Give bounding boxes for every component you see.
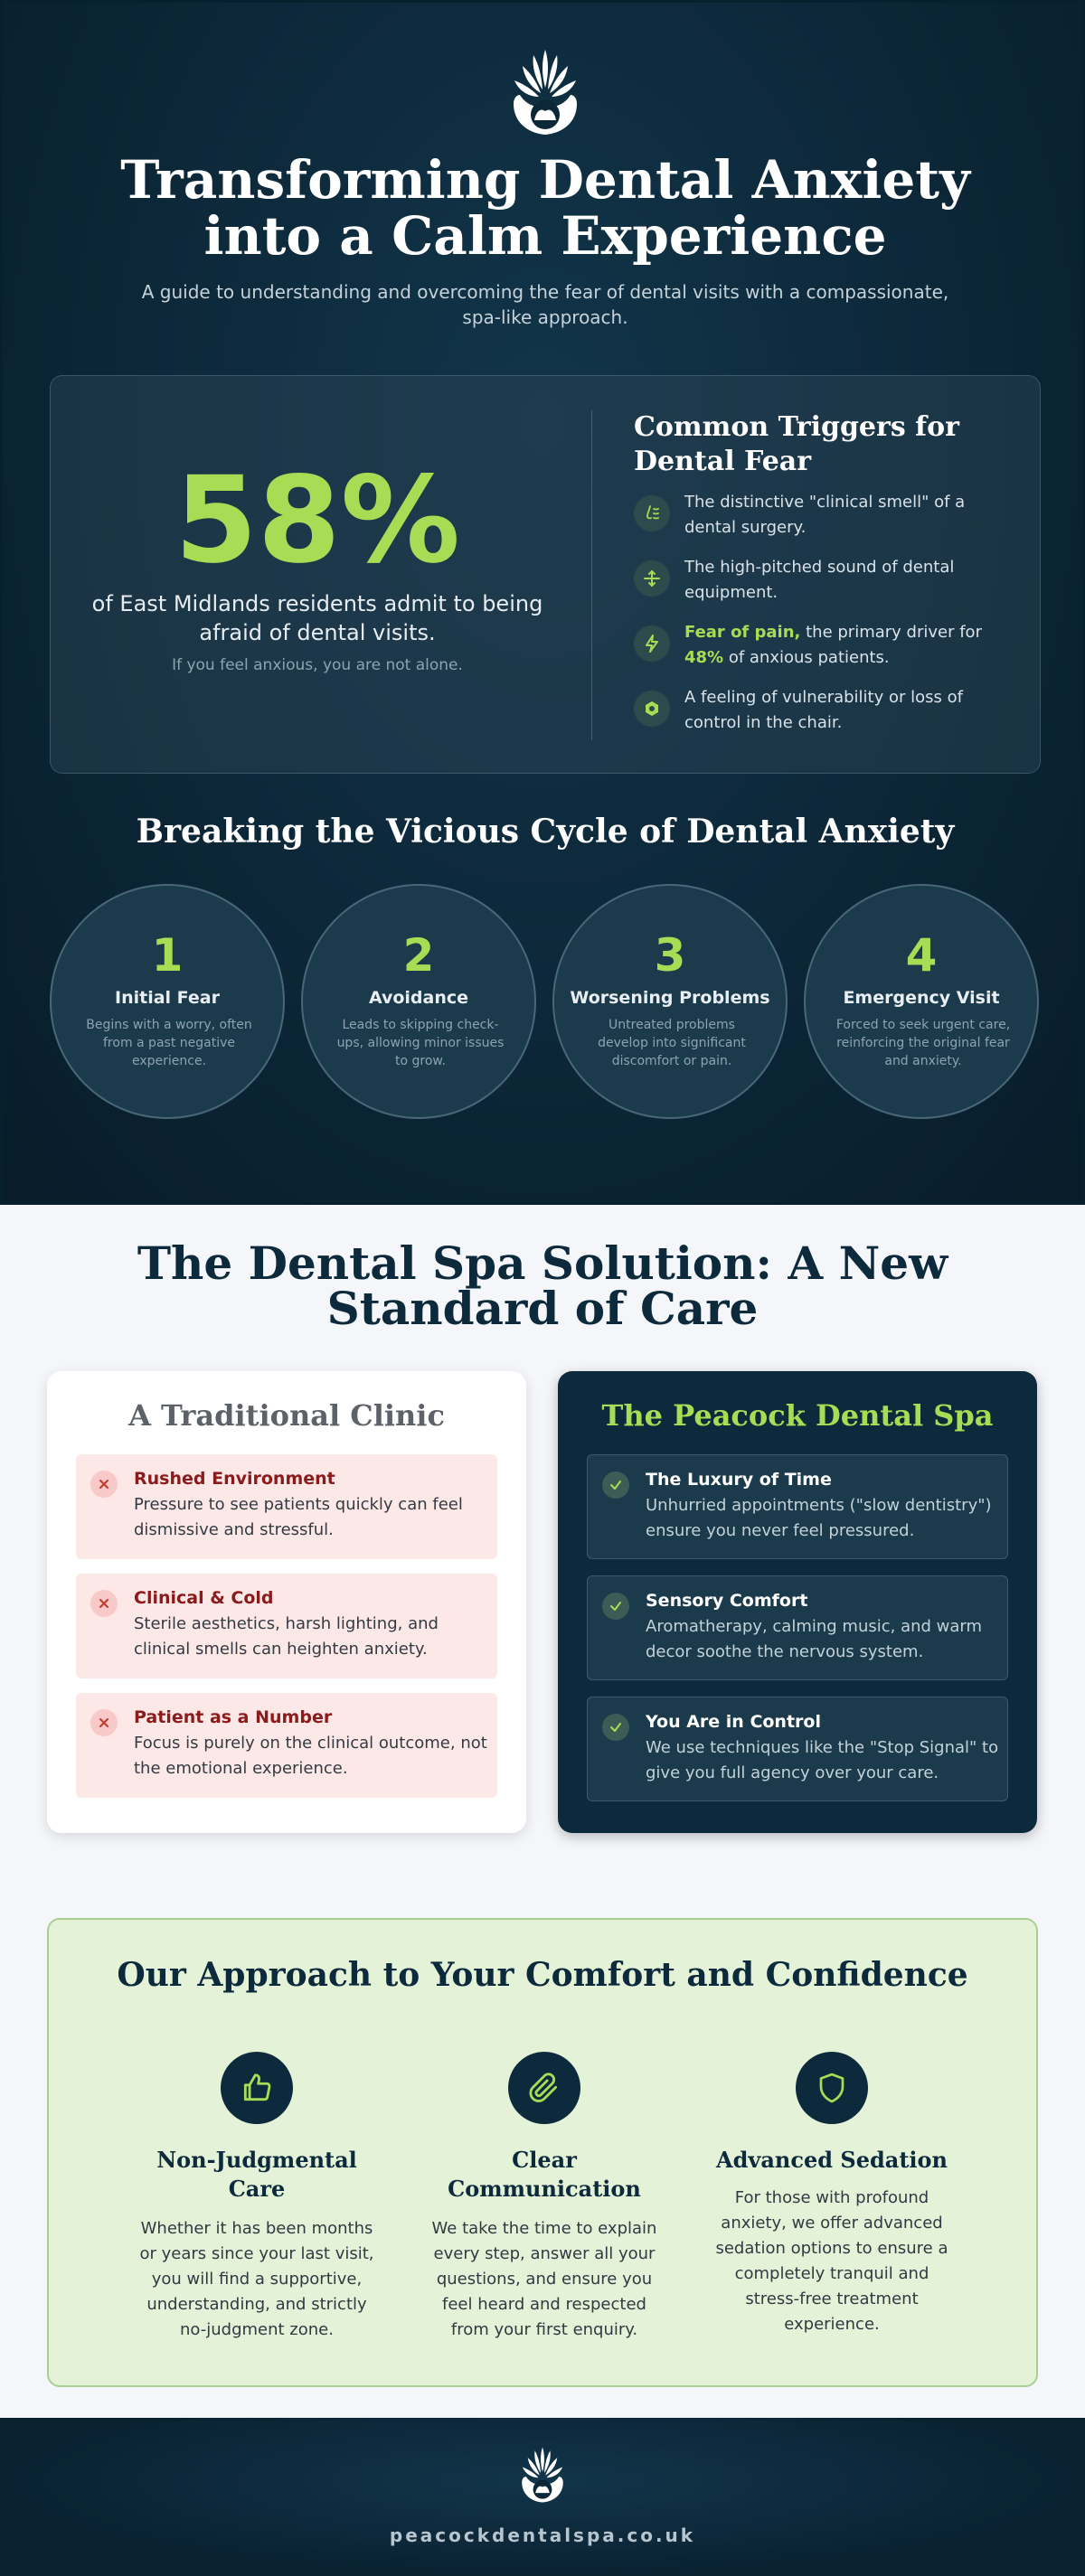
spa-item: You Are in Control We use techniques lik… <box>587 1697 1008 1801</box>
solution-title: The Dental Spa Solution: A New Standard … <box>137 1236 948 1335</box>
trigger-text: The high-pitched sound of dental equipme… <box>684 558 955 602</box>
trigger-text: A feeling of vulnerability or loss of co… <box>684 688 963 732</box>
spa-item-title: You Are in Control <box>646 1712 821 1732</box>
trigger-highlight-percent: 48% <box>684 648 724 667</box>
traditional-clinic-card: A Traditional Clinic Rushed Environment … <box>47 1371 526 1833</box>
cycle-step-title: Emergency Visit <box>843 988 1000 1008</box>
check-icon <box>602 1714 629 1741</box>
spa-item-title: The Luxury of Time <box>646 1470 832 1490</box>
page-subtitle: A guide to understanding and overcoming … <box>141 281 949 328</box>
traditional-item: Patient as a Number Focus is purely on t… <box>76 1693 497 1798</box>
cycle-step-number: 3 <box>654 929 686 982</box>
cycle-step-desc: Begins with a worry, often from a past n… <box>86 1018 252 1068</box>
cycle-step-desc: Leads to skipping check-ups, allowing mi… <box>336 1018 505 1068</box>
approach-panel: Our Approach to Your Comfort and Confide… <box>47 1918 1038 2387</box>
reassurance-note: If you feel anxious, you are not alone. <box>172 656 463 674</box>
solution-section: The Dental Spa Solution: A New Standard … <box>0 1205 1085 2418</box>
page-title: Transforming Dental Anxiety into a Calm … <box>120 149 970 267</box>
traditional-item: Rushed Environment Pressure to see patie… <box>76 1454 497 1559</box>
lightning-icon <box>634 625 670 662</box>
spa-item-desc: Aromatherapy, calming music, and warm de… <box>646 1617 983 1661</box>
traditional-clinic-title: A Traditional Clinic <box>128 1398 445 1433</box>
fear-statistic-text: of East Midlands residents admit to bein… <box>91 591 543 645</box>
triggers-title: Common Triggers for Dental Fear <box>634 411 959 477</box>
pillar-title: Non-Judgmental Care <box>156 2147 357 2202</box>
footer: peacockdentalspa.co.uk <box>0 2418 1085 2576</box>
check-icon <box>602 1471 629 1499</box>
website-link[interactable]: peacockdentalspa.co.uk <box>389 2524 696 2546</box>
paperclip-icon <box>508 2052 580 2124</box>
cycle-step-title: Avoidance <box>368 988 469 1008</box>
chair-icon <box>634 691 670 727</box>
cycle-step-desc: Untreated problems develop into signific… <box>598 1018 746 1068</box>
approach-title: Our Approach to Your Comfort and Confide… <box>117 1956 968 1994</box>
spa-item: Sensory Comfort Aromatherapy, calming mu… <box>587 1575 1008 1680</box>
traditional-item-desc: Focus is purely on the clinical outcome,… <box>134 1734 487 1778</box>
check-icon <box>602 1593 629 1620</box>
cycle-step-title: Initial Fear <box>115 988 220 1008</box>
cross-icon <box>90 1590 118 1617</box>
peacock-logo-icon <box>522 2447 563 2503</box>
spa-item-desc: Unhurried appointments ("slow dentistry"… <box>646 1496 992 1540</box>
peacock-logo-icon <box>514 50 577 135</box>
hero-section: Transforming Dental Anxiety into a Calm … <box>0 0 1085 1205</box>
traditional-item-title: Patient as a Number <box>134 1707 333 1727</box>
pillar-desc: We take the time to explain every step, … <box>431 2219 657 2339</box>
trigger-item: Fear of pain, the primary driver for 48%… <box>634 620 1014 674</box>
trigger-highlight: Fear of pain, <box>684 623 801 642</box>
pillar-title: Clear Communication <box>448 2147 641 2202</box>
trigger-text: The distinctive "clinical smell" of a de… <box>684 493 966 537</box>
traditional-item-title: Rushed Environment <box>134 1469 335 1489</box>
spa-item-desc: We use techniques like the "Stop Signal"… <box>646 1738 999 1782</box>
trigger-item: A feeling of vulnerability or loss of co… <box>634 685 1014 739</box>
cycle-title: Breaking the Vicious Cycle of Dental Anx… <box>136 813 955 851</box>
thumbs-up-icon <box>221 2052 293 2124</box>
traditional-item-desc: Pressure to see patients quickly can fee… <box>134 1495 463 1539</box>
cycle-step: 2 Avoidance Leads to skipping check-ups,… <box>301 884 536 1119</box>
cross-icon <box>90 1471 118 1498</box>
cycle-step-number: 4 <box>905 929 938 982</box>
cycle-step-number: 1 <box>151 929 184 982</box>
cycle-step: 1 Initial Fear Begins with a worry, ofte… <box>50 884 285 1119</box>
spa-item: The Luxury of Time Unhurried appointment… <box>587 1454 1008 1559</box>
peacock-spa-card: The Peacock Dental Spa The Luxury of Tim… <box>558 1371 1037 1833</box>
cycle-step-desc: Forced to seek urgent care, reinforcing … <box>835 1018 1011 1068</box>
fear-percentage: 58% <box>175 451 460 590</box>
trigger-text: Fear of pain, the primary driver for 48%… <box>684 623 982 667</box>
traditional-item: Clinical & Cold Sterile aesthetics, hars… <box>76 1574 497 1678</box>
traditional-item-desc: Sterile aesthetics, harsh lighting, and … <box>134 1614 439 1659</box>
cycle-step-number: 2 <box>402 929 435 982</box>
trigger-item: The distinctive "clinical smell" of a de… <box>634 490 1014 544</box>
shield-icon <box>796 2052 868 2124</box>
spa-item-title: Sensory Comfort <box>646 1591 808 1611</box>
card-divider <box>591 410 592 740</box>
pillar-desc: Whether it has been months or years sinc… <box>139 2219 374 2339</box>
nose-icon <box>634 495 670 531</box>
cycle-step: 3 Worsening Problems Untreated problems … <box>552 884 788 1119</box>
traditional-item-title: Clinical & Cold <box>134 1588 274 1608</box>
drill-icon <box>634 560 670 597</box>
pillar-desc: For those with profound anxiety, we offe… <box>715 2188 948 2334</box>
pillar-title: Advanced Sedation <box>716 2147 948 2173</box>
peacock-spa-title: The Peacock Dental Spa <box>601 1398 994 1433</box>
cross-icon <box>90 1709 118 1736</box>
cycle-step-title: Worsening Problems <box>570 988 770 1008</box>
cycle-step: 4 Emergency Visit Forced to seek urgent … <box>804 884 1039 1119</box>
trigger-item: The high-pitched sound of dental equipme… <box>634 555 1014 609</box>
stats-card: 58% of East Midlands residents admit to … <box>50 375 1041 774</box>
